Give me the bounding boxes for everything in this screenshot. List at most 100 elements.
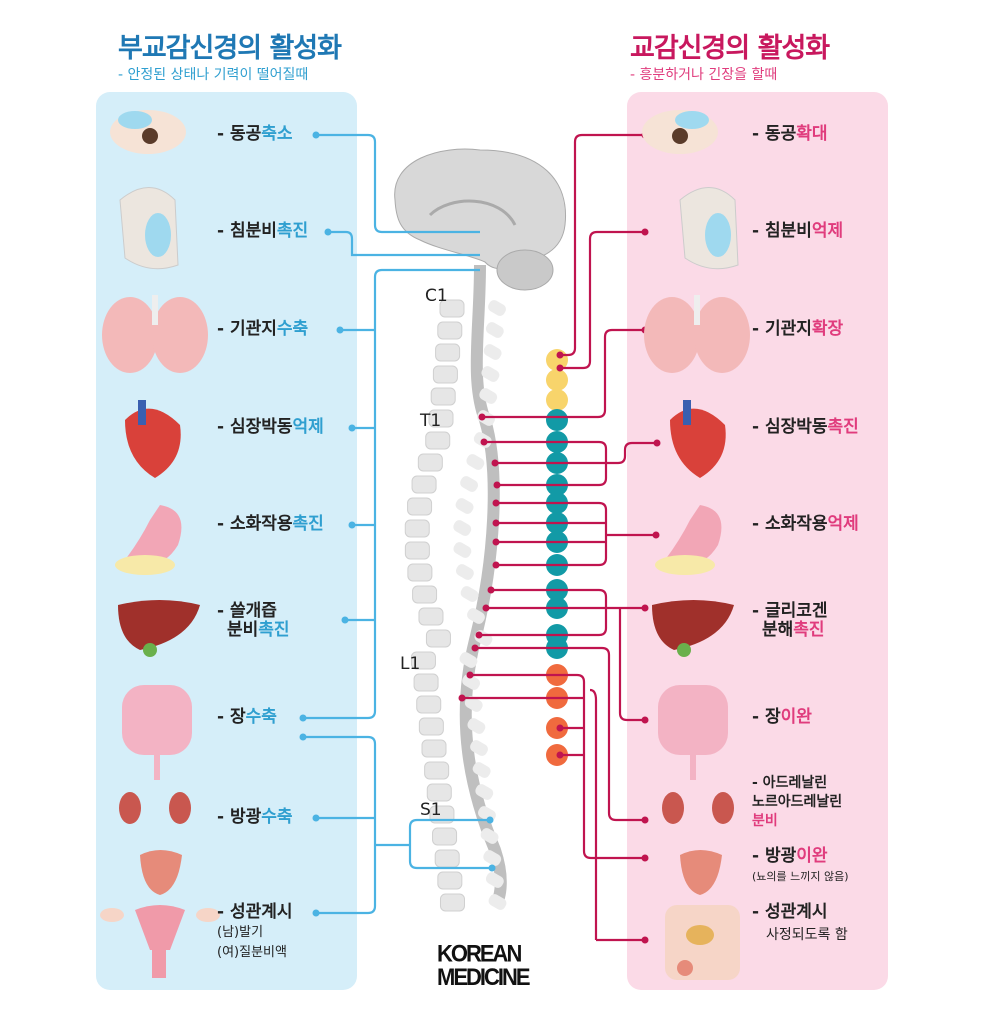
vertebra-process	[462, 674, 481, 690]
nerve-endpoint	[312, 131, 320, 139]
vertebra-process	[470, 740, 488, 756]
nerve-endpoint	[458, 694, 466, 702]
spine-label-c1: C1	[425, 286, 448, 306]
lungs-icon	[102, 295, 208, 373]
nerve-endpoint	[299, 714, 307, 722]
vertebra-process	[479, 388, 498, 404]
vertebra	[425, 629, 451, 648]
logo-line1: KOREAN	[437, 939, 522, 968]
vertebra	[437, 871, 463, 890]
label-intestine-contraction: - 장수축	[217, 707, 277, 727]
vertebra	[413, 673, 439, 692]
vertebra-process	[488, 894, 507, 910]
male-reproductive-icon	[665, 905, 740, 980]
nerve-endpoint	[348, 521, 356, 529]
vertebra	[407, 497, 433, 516]
vertebra	[410, 651, 436, 670]
nerve-endpoint	[491, 459, 499, 467]
sympathetic-panel	[627, 92, 888, 990]
label-heartbeat-acceleration: - 심장박동촉진	[752, 417, 859, 437]
nerve-endpoint	[556, 724, 564, 732]
parasympathetic-title: 부교감신경의 활성화	[118, 33, 342, 64]
nerve-endpoint	[478, 413, 486, 421]
vertebra-process	[485, 322, 504, 338]
label-salivation-inhibition: - 침분비억제	[752, 221, 844, 241]
vertebra	[418, 717, 444, 736]
nerve-endpoint	[641, 228, 649, 236]
vertebra	[417, 453, 443, 472]
ganglion-yellow	[546, 369, 568, 391]
logo-line2: MEDICINE	[437, 962, 531, 991]
vertebra	[416, 695, 442, 714]
spine-label-s1: S1	[420, 800, 442, 820]
nerve-endpoint	[486, 816, 494, 824]
vertebra	[432, 365, 458, 384]
nerve-endpoint	[641, 716, 649, 724]
sympathetic-endpoints	[458, 131, 661, 944]
nerve-endpoint	[312, 909, 320, 917]
bladder-icon	[680, 850, 722, 895]
heart-icon	[125, 400, 181, 478]
vertebra-process	[481, 366, 500, 382]
nerve-endpoint	[341, 616, 349, 624]
liver-icon	[652, 600, 734, 657]
sympathetic-nerve-lines	[462, 133, 657, 942]
label-pupil-constriction: - 동공축소	[217, 124, 293, 144]
stomach-icon	[115, 505, 182, 575]
bladder-icon	[140, 850, 182, 895]
salivary-gland-icon	[119, 187, 179, 270]
nerve-endpoint	[348, 424, 356, 432]
vertebra	[424, 761, 450, 780]
vertebra	[430, 387, 456, 406]
label-salivation-promotion: - 침분비촉진	[217, 221, 309, 241]
sympathetic-ganglia-chain	[546, 349, 568, 766]
label-digestion-promotion: - 소화작용촉진	[217, 514, 324, 534]
heart-icon	[670, 400, 726, 478]
vertebra-process	[472, 762, 491, 778]
label-pupil-dilation: - 동공확대	[752, 124, 828, 144]
nerve-endpoint	[336, 326, 344, 334]
vertebra-process	[467, 718, 486, 734]
eye-icon	[110, 110, 186, 154]
label-bronchi-dilation: - 기관지확장	[752, 319, 844, 339]
vertebra	[411, 475, 437, 494]
label-bladder-contraction: - 방광수축	[217, 807, 293, 827]
vertebra-process	[475, 784, 494, 800]
vertebra-process	[460, 586, 479, 602]
intestine-icon	[658, 685, 728, 780]
nerve-endpoint	[641, 604, 649, 612]
nerve-endpoint	[482, 604, 490, 612]
label-digestion-inhibition: - 소화작용억제	[752, 514, 859, 534]
vertebra-process	[459, 652, 478, 668]
nerve-endpoint	[492, 561, 500, 569]
nerve-endpoint	[556, 751, 564, 759]
vertebra-process	[483, 850, 502, 866]
spinal-column	[404, 264, 507, 912]
vertebra	[437, 321, 463, 340]
nerve-endpoint	[641, 936, 649, 944]
salivary-gland-icon	[679, 187, 739, 270]
nerve-endpoint	[471, 644, 479, 652]
vertebra	[429, 805, 455, 824]
nerve-endpoint	[480, 438, 488, 446]
nerve-endpoint	[652, 531, 660, 539]
organ-illustrations	[100, 110, 750, 980]
nerve-endpoint	[493, 481, 501, 489]
vertebra-process	[453, 520, 472, 536]
parasympathetic-nerve-lines	[303, 133, 492, 915]
nerve-endpoint	[324, 228, 332, 236]
nerve-endpoint	[492, 538, 500, 546]
ganglion-yellow	[546, 389, 568, 411]
nerve-endpoint	[556, 351, 564, 359]
kidney-icon	[119, 792, 191, 824]
nerve-endpoint	[653, 439, 661, 447]
vertebra	[425, 431, 451, 450]
vertebra	[435, 343, 461, 362]
liver-icon	[118, 600, 200, 657]
